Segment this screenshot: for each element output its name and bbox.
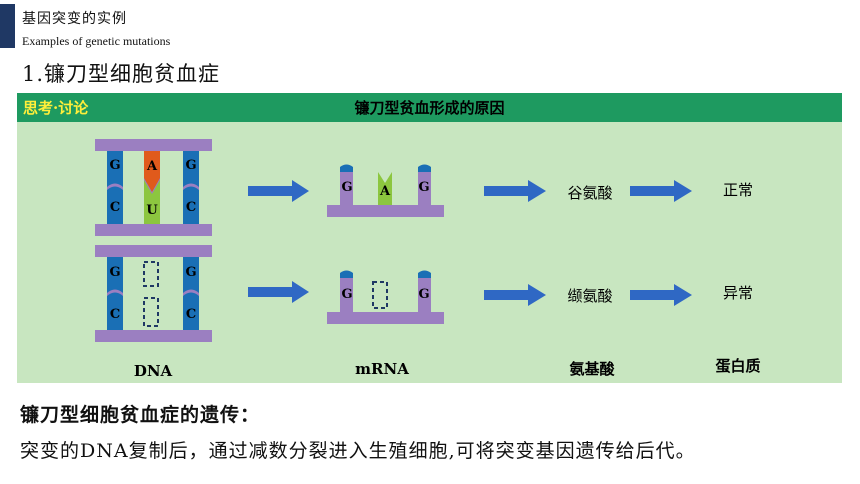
dna-top-backbone-lower	[95, 224, 212, 236]
header-title-cn: 基因突变的实例	[22, 11, 127, 27]
dna-bottom-backbone-upper	[95, 245, 212, 257]
section-title: 1.镰刀型细胞贫血症	[22, 62, 221, 86]
column-label-dna: DNA	[134, 362, 173, 380]
missing-base-upper	[143, 261, 159, 287]
arrow-mrna-to-aa-bottom	[484, 284, 546, 306]
arrow-dna-to-mrna-bottom	[248, 281, 309, 303]
base-c	[183, 292, 199, 330]
arrow-dna-to-mrna-top	[248, 180, 309, 202]
header-title-en: Examples of genetic mutations	[22, 34, 171, 48]
mrna-bottom-base-2: G	[418, 287, 429, 302]
arrows	[248, 180, 692, 306]
dna-top-right-upper: G	[185, 158, 196, 173]
protein-abnormal: 异常	[723, 284, 753, 302]
base-c	[107, 186, 123, 224]
mrna-bottom-backbone	[327, 312, 444, 324]
dna-bottom-left-upper: G	[109, 265, 120, 280]
accent-bar	[0, 4, 15, 48]
column-label-amino-acid: 氨基酸	[569, 360, 615, 378]
column-label-protein: 蛋白质	[715, 357, 760, 375]
base-g	[107, 151, 123, 187]
dna-bottom-right-lower: C	[186, 307, 196, 322]
dna-bottom-left-lower: C	[110, 307, 120, 322]
column-label-mrna: mRNA	[355, 360, 409, 378]
base-u	[144, 180, 160, 224]
dna-top-left-upper: G	[109, 158, 120, 173]
base-g	[340, 270, 353, 278]
arrow-aa-to-protein-top	[630, 180, 692, 202]
dna-top-backbone-upper	[95, 139, 212, 151]
mrna-top: G A G	[327, 164, 444, 217]
dna-top-mid-lower: U	[146, 203, 158, 218]
dna-bottom: G C G C	[95, 245, 212, 342]
amino-acid-normal: 谷氨酸	[567, 184, 612, 202]
mrna-top-base-2: A	[379, 184, 391, 199]
base-c	[183, 186, 199, 224]
panel-header: 思考·讨论 镰刀型贫血形成的原因	[17, 93, 842, 122]
base-g	[183, 151, 199, 187]
dna-bottom-right-upper: G	[185, 265, 196, 280]
base-g	[107, 257, 123, 293]
dna-top: G C A U G C	[95, 139, 212, 236]
dna-bottom-backbone-lower	[95, 330, 212, 342]
missing-base-lower	[143, 297, 159, 327]
amino-acid-mutant: 缬氨酸	[567, 287, 612, 305]
base-g	[183, 257, 199, 293]
mrna-top-base-1: G	[341, 180, 352, 195]
base-g	[418, 270, 431, 278]
mrna-bottom-base-1: G	[341, 287, 352, 302]
dna-top-left-lower: C	[110, 200, 120, 215]
base-a	[144, 151, 160, 192]
dna-top-mid-upper: A	[146, 159, 158, 174]
inheritance-text: 突变的DNA复制后，通过减数分裂进入生殖细胞,可将突变基因遗传给后代。	[20, 440, 696, 462]
discussion-tag: 思考·讨论	[23, 99, 89, 117]
base-a	[378, 172, 392, 205]
mrna-bottom: G G	[327, 270, 444, 324]
base-g	[418, 164, 431, 172]
mrna-top-base-3: G	[418, 180, 429, 195]
mrna-top-backbone	[327, 205, 444, 217]
panel-title: 镰刀型贫血形成的原因	[354, 99, 505, 117]
missing-base-mrna	[372, 281, 388, 309]
dna-top-right-lower: C	[186, 200, 196, 215]
arrow-mrna-to-aa-top	[484, 180, 546, 202]
base-c	[107, 292, 123, 330]
inheritance-heading: 镰刀型细胞贫血症的遗传：	[20, 404, 261, 426]
arrow-aa-to-protein-bottom	[630, 284, 692, 306]
protein-normal: 正常	[723, 181, 753, 199]
base-g	[340, 164, 353, 172]
